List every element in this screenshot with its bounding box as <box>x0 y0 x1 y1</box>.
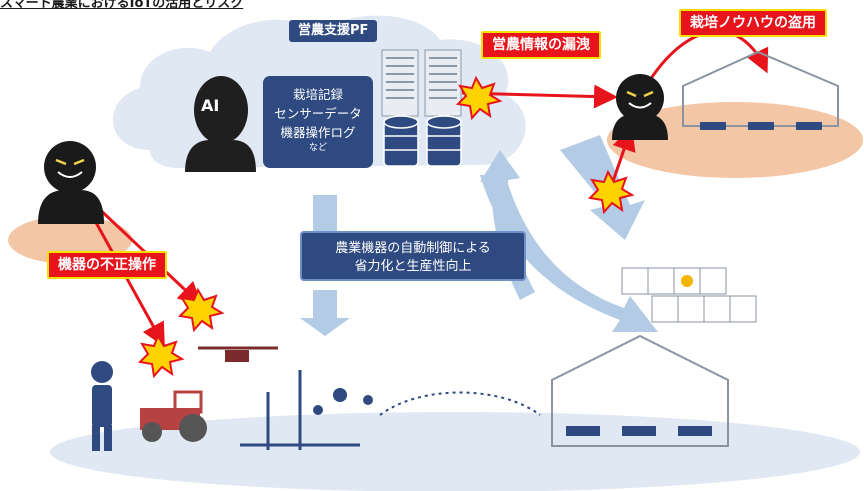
data-records-box: 栽培記録 センサーデータ 機器操作ログ など <box>263 76 373 168</box>
record-sensor: センサーデータ <box>274 106 362 121</box>
crop-plants <box>313 388 373 415</box>
page-title: スマート農業におけるIoTの活用とリスク <box>0 0 244 11</box>
attacker-ground-right <box>607 102 863 178</box>
ai-head-icon <box>185 76 256 172</box>
farmer-icon <box>91 361 113 451</box>
greenhouse-icon <box>551 50 839 447</box>
irrigation-arc <box>379 391 541 416</box>
ai-label: AI <box>201 96 220 115</box>
weather-sensor-icon <box>240 370 360 450</box>
database-icon <box>383 115 462 167</box>
threat-device-tamper: 機器の不正操作 <box>47 251 167 279</box>
explosion-icon <box>137 75 635 379</box>
field-ground <box>50 412 860 491</box>
platform-label: 営農支援PF <box>289 20 378 42</box>
benefit-banner: 農業機器の自動制御による 省力化と生産性向上 <box>300 231 526 281</box>
server-icon <box>381 49 462 117</box>
record-etc: など <box>308 143 327 153</box>
weather-icons <box>621 267 757 323</box>
benefit-line-2: 省力化と生産性向上 <box>354 259 472 274</box>
attacker-icon-right <box>612 74 668 140</box>
tractor-icon <box>140 390 207 442</box>
threat-knowhow-theft: 栽培ノウハウの盗用 <box>679 9 827 37</box>
attacker-icon <box>38 141 104 224</box>
record-operation-log: 機器操作ログ <box>280 125 356 140</box>
record-cultivation: 栽培記録 <box>292 87 343 102</box>
benefit-line-1: 農業機器の自動制御による <box>335 241 491 256</box>
drone-icon <box>198 346 278 362</box>
threat-info-leak: 営農情報の漏洩 <box>481 31 601 59</box>
